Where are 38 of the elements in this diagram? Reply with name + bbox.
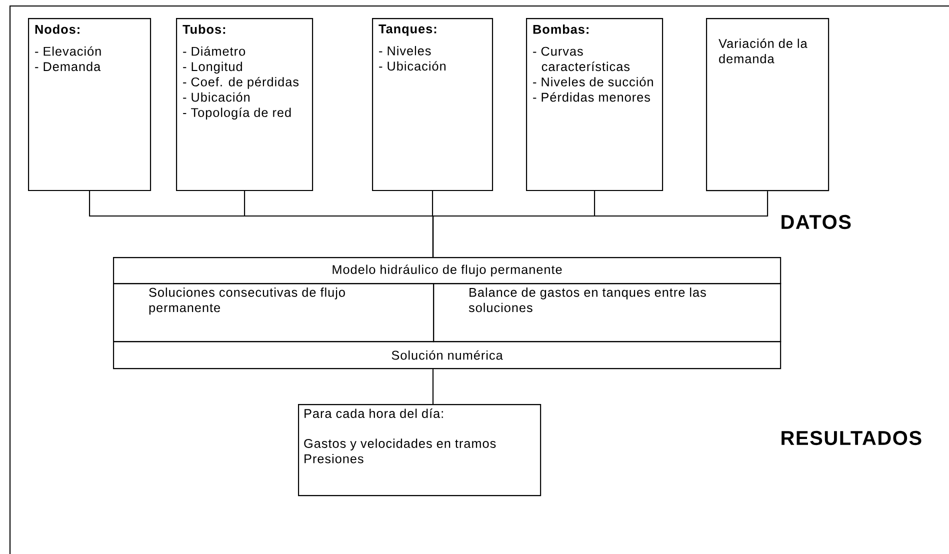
data-box <box>28 18 152 192</box>
list-item: - Longitud <box>183 62 242 74</box>
cell-text: Soluciones consecutivas de flujo permanente <box>149 288 345 315</box>
data-box <box>372 18 494 192</box>
list-item: - Topología de red <box>183 108 291 120</box>
model-cell <box>113 341 782 370</box>
section-label: DATOS <box>782 214 851 230</box>
box-text: Variación de la demanda <box>718 38 808 64</box>
list-item: - Ubicación <box>379 61 446 71</box>
model-cell <box>113 283 434 342</box>
cell-text: Solución numérica <box>392 350 503 360</box>
box-heading: Nodos: <box>35 24 80 34</box>
list-item: - Demanda <box>35 62 101 72</box>
data-box <box>526 18 664 192</box>
connector-line <box>432 191 768 257</box>
section-label: RESULTADOS <box>782 430 922 446</box>
list-item: - Niveles de succión <box>533 76 653 86</box>
list-item: - Niveles <box>379 46 431 56</box>
model-cell <box>433 283 782 342</box>
result-text: Para cada hora del día: <box>304 408 443 418</box>
connector-line <box>432 369 434 404</box>
result-text: Presiones <box>304 454 364 464</box>
model-cell <box>113 257 782 284</box>
list-item: - Elevación <box>35 46 101 56</box>
list-item: - Ubicación <box>183 92 250 102</box>
list-item: - Curvas características <box>533 46 630 72</box>
box-heading: Tubos: <box>182 24 226 34</box>
cell-text: Balance de gastos en tanques entre las soluciones <box>468 288 706 312</box>
data-box <box>706 18 830 192</box>
result-text: Gastos y velocidades en tramos <box>304 438 496 450</box>
data-box <box>176 18 314 192</box>
box-heading: Bombas: <box>533 24 588 34</box>
cell-text: Modelo hidráulico de flujo permanente <box>332 264 562 277</box>
box-heading: Tanques: <box>378 24 436 36</box>
list-item: - Diámetro <box>183 46 246 56</box>
list-item: - Coef. de pérdidas <box>183 76 299 89</box>
result-box <box>298 404 542 496</box>
list-item: - Pérdidas menores <box>533 92 650 102</box>
